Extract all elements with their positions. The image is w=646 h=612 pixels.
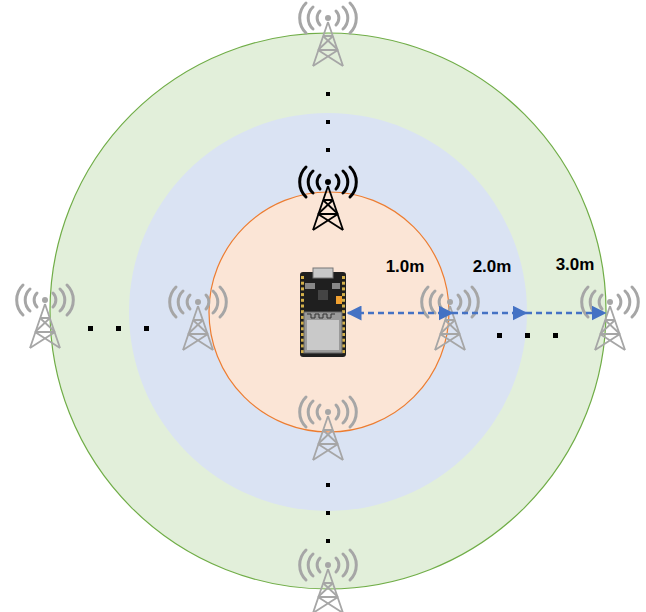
- tower-icon: [300, 550, 357, 612]
- tower-icons: [17, 3, 639, 612]
- tower-icon: [422, 287, 479, 350]
- tower-icon: [300, 3, 357, 66]
- esp32-board: [300, 268, 346, 357]
- active-tower: [300, 167, 357, 230]
- circle-shape: [129, 113, 527, 511]
- distance-label: 3.0m: [556, 256, 595, 275]
- distance-label: 1.0m: [386, 258, 425, 277]
- ellipsis-dots: [88, 92, 558, 543]
- distance-label: 2.0m: [473, 258, 512, 277]
- tower-icon: [300, 397, 357, 460]
- tower-icon: [170, 287, 227, 350]
- tower-icon: [582, 287, 639, 350]
- tower-icon: [300, 167, 357, 230]
- distance-arrow: [348, 312, 605, 315]
- circle-shape: [50, 33, 606, 589]
- tower-icon: [17, 285, 74, 348]
